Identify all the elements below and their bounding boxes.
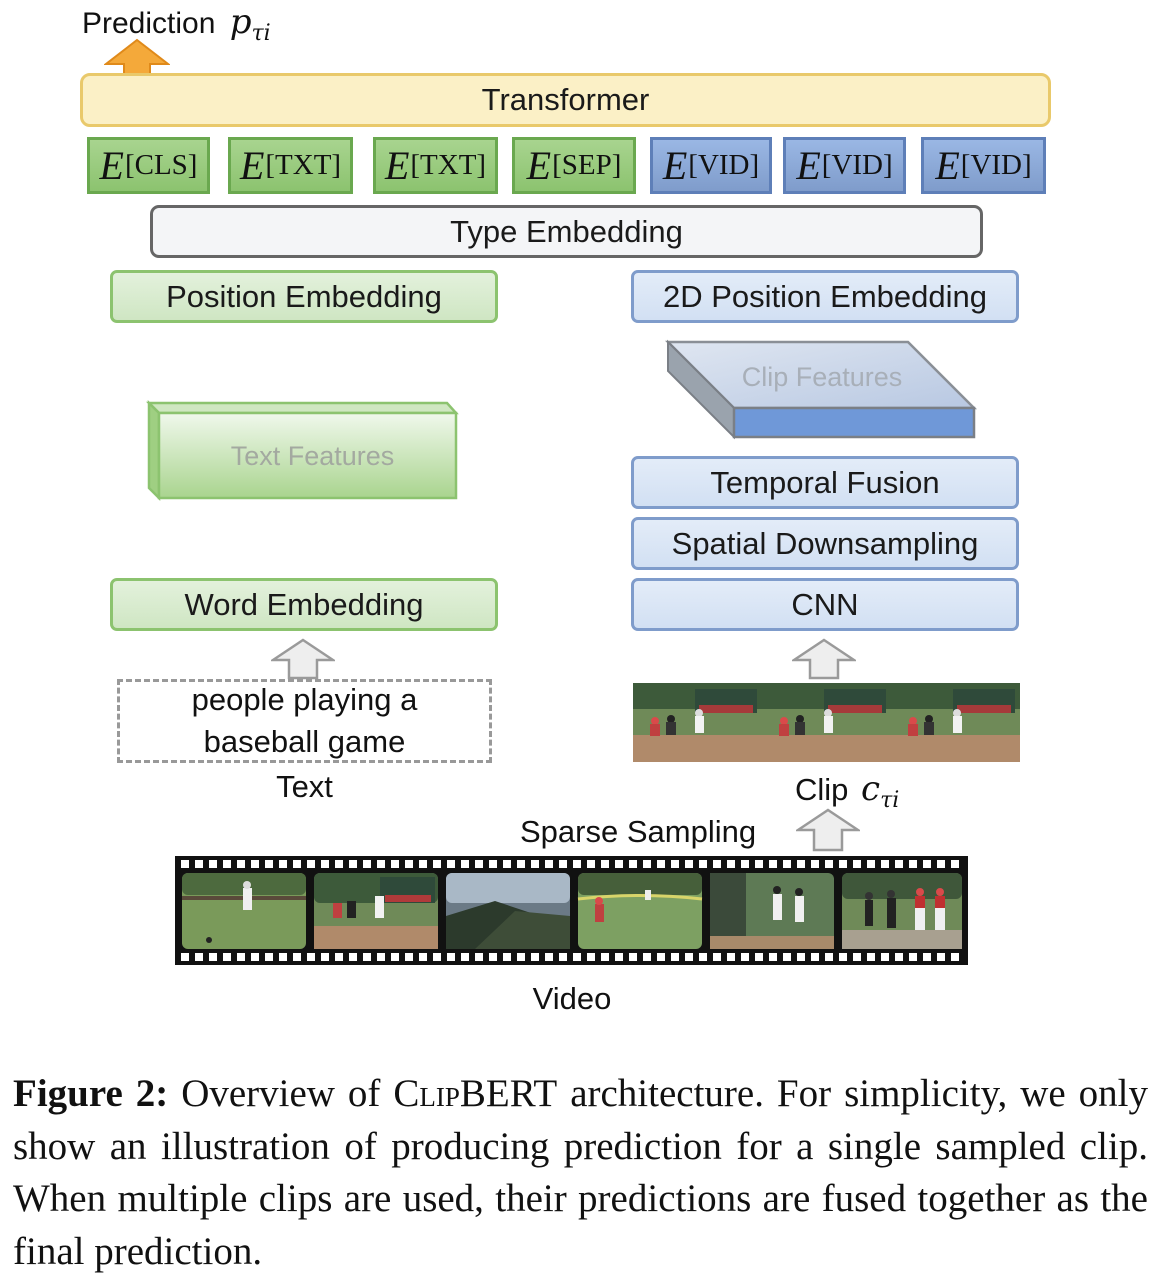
word-embedding-box: Word Embedding <box>110 578 498 631</box>
transformer-box: Transformer <box>80 73 1051 127</box>
clip-frames <box>633 683 1020 762</box>
caption-text-after: architecture. For simplicity, we only sh… <box>13 1072 1149 1273</box>
token-vid-2: E[VID] <box>783 137 906 194</box>
clip-subscript: τi <box>880 788 900 814</box>
token-txt-2: E[TXT] <box>373 137 498 194</box>
video-frame-2 <box>314 873 438 949</box>
clip-frame-2 <box>762 683 891 762</box>
cnn-label: CNN <box>791 586 859 622</box>
text-input-line-2: baseball game <box>203 724 406 759</box>
text-caption-label: Text <box>276 769 333 804</box>
text-up-arrow-icon <box>271 638 335 680</box>
prediction-subscript: τi <box>251 21 271 46</box>
token-txt-1: E[TXT] <box>228 137 353 194</box>
temporal-fusion-label: Temporal Fusion <box>710 464 940 500</box>
text-features-shape <box>146 400 459 502</box>
transformer-label: Transformer <box>481 82 650 117</box>
text-input-box: people playing a baseball game <box>117 679 492 763</box>
clip-text: Clip <box>795 772 849 807</box>
temporal-fusion-box: Temporal Fusion <box>631 456 1019 509</box>
text-features-label: Text Features <box>230 441 395 471</box>
clip-symbol: c <box>861 769 881 809</box>
clip-up-arrow-icon <box>792 638 856 680</box>
video-frame-3 <box>446 873 570 949</box>
clip-features-shape <box>664 339 978 440</box>
figure-caption: Figure 2: Overview of ClipBERT architect… <box>13 1068 1148 1278</box>
spatial-downsampling-label: Spatial Downsampling <box>671 525 979 561</box>
caption-model-name: ClipBERT <box>393 1072 558 1115</box>
prediction-symbol: p <box>229 2 252 42</box>
sparse-sampling-label: Sparse Sampling <box>520 814 757 849</box>
token-sep: E[SEP] <box>512 137 636 194</box>
word-embedding-label: Word Embedding <box>184 586 424 622</box>
video-label: Video <box>532 981 612 1016</box>
figure-label: Figure 2: <box>13 1072 169 1115</box>
type-embedding-label: Type Embedding <box>450 213 683 249</box>
position-embedding-2d-box: 2D Position Embedding <box>631 270 1019 323</box>
clip-frame-3 <box>891 683 1020 762</box>
clip-label: Clip cτi <box>795 769 899 813</box>
caption-text-before: Overview of <box>181 1072 381 1115</box>
video-frame-5 <box>710 873 834 949</box>
text-input-line-1: people playing a <box>191 682 418 717</box>
position-embedding-2d-label: 2D Position Embedding <box>663 278 987 314</box>
video-frame-4 <box>577 873 703 949</box>
prediction-text: Prediction <box>82 7 216 40</box>
token-vid-3: E[VID] <box>921 137 1046 194</box>
spatial-downsampling-box: Spatial Downsampling <box>631 517 1019 570</box>
position-embedding-label: Position Embedding <box>166 278 442 314</box>
video-filmstrip <box>175 856 968 965</box>
cnn-box: CNN <box>631 578 1019 631</box>
film-perforations-top <box>181 860 959 868</box>
video-frame-6 <box>842 873 962 949</box>
clip-features-label: Clip Features <box>741 362 903 392</box>
clip-frame-1 <box>633 683 762 762</box>
token-vid-1: E[VID] <box>650 137 772 194</box>
type-embedding-box: Type Embedding <box>150 205 983 258</box>
prediction-label: Prediction pτi <box>82 2 271 46</box>
position-embedding-box: Position Embedding <box>110 270 498 323</box>
video-frame-1 <box>182 873 306 949</box>
sparse-sampling-arrow-icon <box>796 808 860 852</box>
token-cls: E[CLS] <box>87 137 210 194</box>
film-perforations-bottom <box>181 953 959 961</box>
